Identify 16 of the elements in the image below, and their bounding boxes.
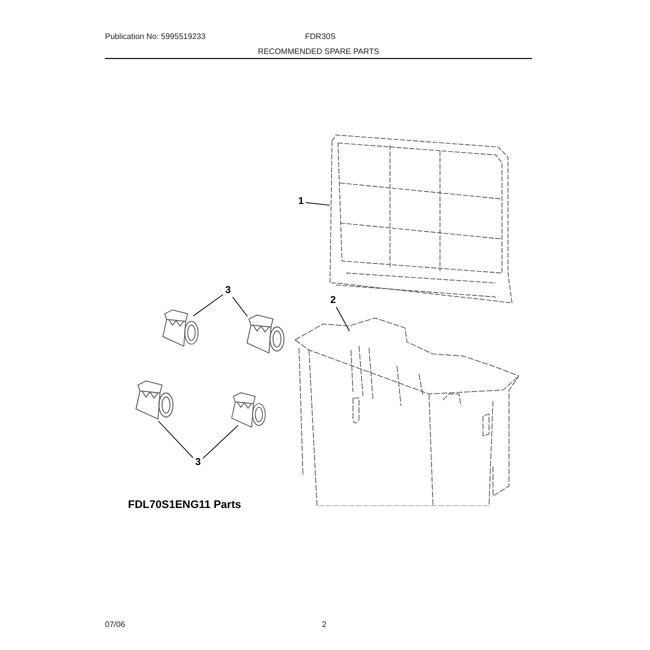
date-code: 07/06 xyxy=(105,620,126,629)
leader-line xyxy=(158,420,194,458)
leader-line xyxy=(306,202,330,206)
callout-number: 1 xyxy=(296,196,306,208)
model-code: FDR30S xyxy=(305,32,336,41)
page-number: 2 xyxy=(322,620,326,629)
model-parts-heading: FDL70S1ENG11 Parts xyxy=(128,499,242,511)
callout-number: 3 xyxy=(223,285,233,297)
leader-line xyxy=(232,296,248,317)
page-title: RECOMMENDED SPARE PARTS xyxy=(256,47,380,56)
leader-line xyxy=(336,306,350,332)
publication-number: Publication No: 5995519233 xyxy=(105,32,206,41)
leader-line xyxy=(202,425,238,459)
callout-number: 2 xyxy=(328,295,338,307)
callout-number: 3 xyxy=(193,457,203,469)
leader-line xyxy=(192,294,224,316)
